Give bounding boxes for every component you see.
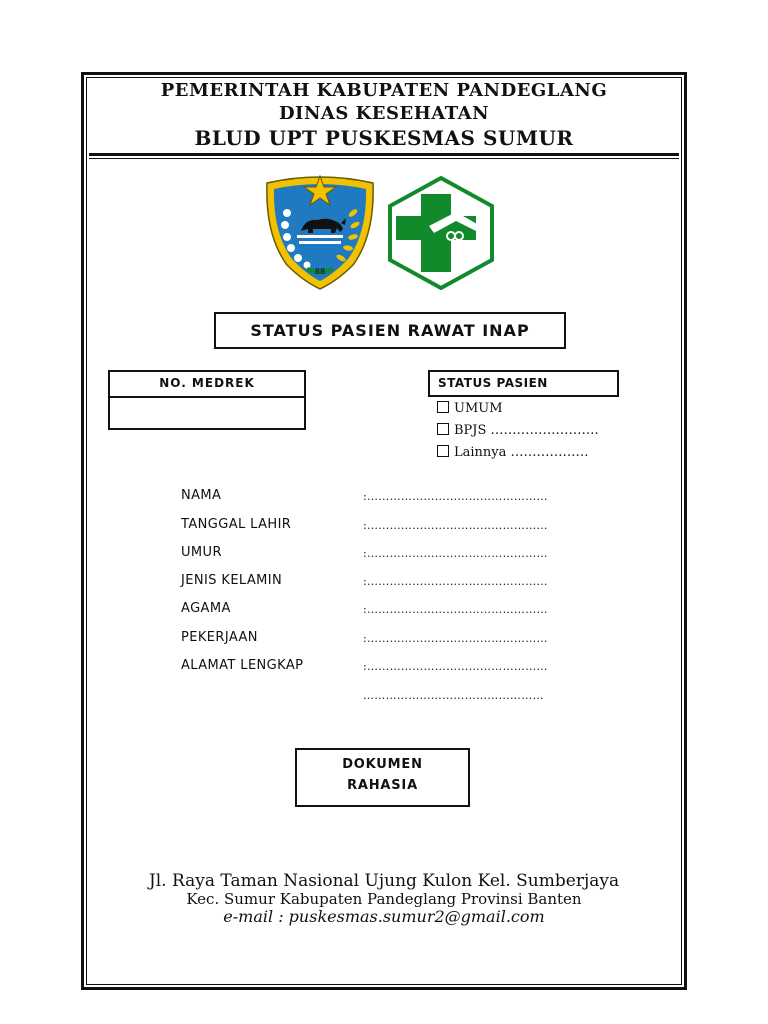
- confidential-stamp: DOKUMEN RAHASIA: [295, 748, 470, 807]
- field-label-umur: UMUR: [181, 545, 222, 560]
- stamp-line-2: RAHASIA: [347, 778, 418, 793]
- header-divider-thin: [89, 158, 679, 159]
- field-label-agama: AGAMA: [181, 601, 231, 616]
- checkbox-icon[interactable]: [437, 423, 449, 435]
- status-option-text: BPJS …………………….: [454, 423, 599, 438]
- field-label-nama: NAMA: [181, 488, 222, 503]
- puskesmas-cross-icon: [388, 176, 494, 290]
- footer-address-line-2: Kec. Sumur Kabupaten Pandeglang Provinsi…: [186, 890, 582, 908]
- field-value-tanggal-lahir[interactable]: :…………………………………………: [363, 519, 548, 532]
- page-border-outer: [81, 72, 687, 990]
- field-label-alamat: ALAMAT LENGKAP: [181, 658, 304, 673]
- status-option-text: UMUM: [454, 401, 503, 416]
- checkbox-icon[interactable]: [437, 445, 449, 457]
- pandeglang-crest-icon: 88: [266, 174, 374, 290]
- medrek-box: NO. MEDREK: [108, 370, 306, 430]
- status-option-umum[interactable]: UMUM: [437, 401, 503, 416]
- header-divider-thick: [89, 153, 679, 156]
- field-value-jenis-kelamin[interactable]: :…………………………………………: [363, 575, 548, 588]
- status-option-lainnya[interactable]: Lainnya ………………: [437, 445, 589, 460]
- field-label-pekerjaan: PEKERJAAN: [181, 630, 258, 645]
- field-value-pekerjaan[interactable]: :…………………………………………: [363, 632, 548, 645]
- footer-email: e-mail : puskesmas.sumur2@gmail.com: [223, 907, 545, 926]
- field-value-alamat-continuation[interactable]: …………………………………………: [363, 689, 544, 702]
- field-label-jenis-kelamin: JENIS KELAMIN: [181, 573, 283, 588]
- status-option-bpjs[interactable]: BPJS …………………….: [437, 423, 599, 438]
- page-border-inner: [86, 77, 682, 985]
- stamp-line-1: DOKUMEN: [342, 757, 423, 772]
- status-option-text: Lainnya ………………: [454, 445, 589, 460]
- svg-text:88: 88: [315, 267, 325, 276]
- footer-address-line-1: Jl. Raya Taman Nasional Ujung Kulon Kel.…: [148, 871, 620, 891]
- field-value-nama[interactable]: :…………………………………………: [363, 490, 548, 503]
- header-institution: BLUD UPT PUSKESMAS SUMUR: [194, 126, 574, 150]
- field-value-umur[interactable]: :…………………………………………: [363, 547, 548, 560]
- field-value-alamat[interactable]: :…………………………………………: [363, 660, 548, 673]
- medrek-label: NO. MEDREK: [110, 372, 304, 398]
- header-government: PEMERINTAH KABUPATEN PANDEGLANG: [160, 80, 608, 101]
- field-label-tanggal-lahir: TANGGAL LAHIR: [181, 517, 292, 532]
- status-pasien-label: STATUS PASIEN: [428, 370, 619, 397]
- header-department: DINAS KESEHATAN: [278, 103, 490, 124]
- checkbox-icon[interactable]: [437, 401, 449, 413]
- field-value-agama[interactable]: :…………………………………………: [363, 603, 548, 616]
- form-title: STATUS PASIEN RAWAT INAP: [214, 312, 566, 349]
